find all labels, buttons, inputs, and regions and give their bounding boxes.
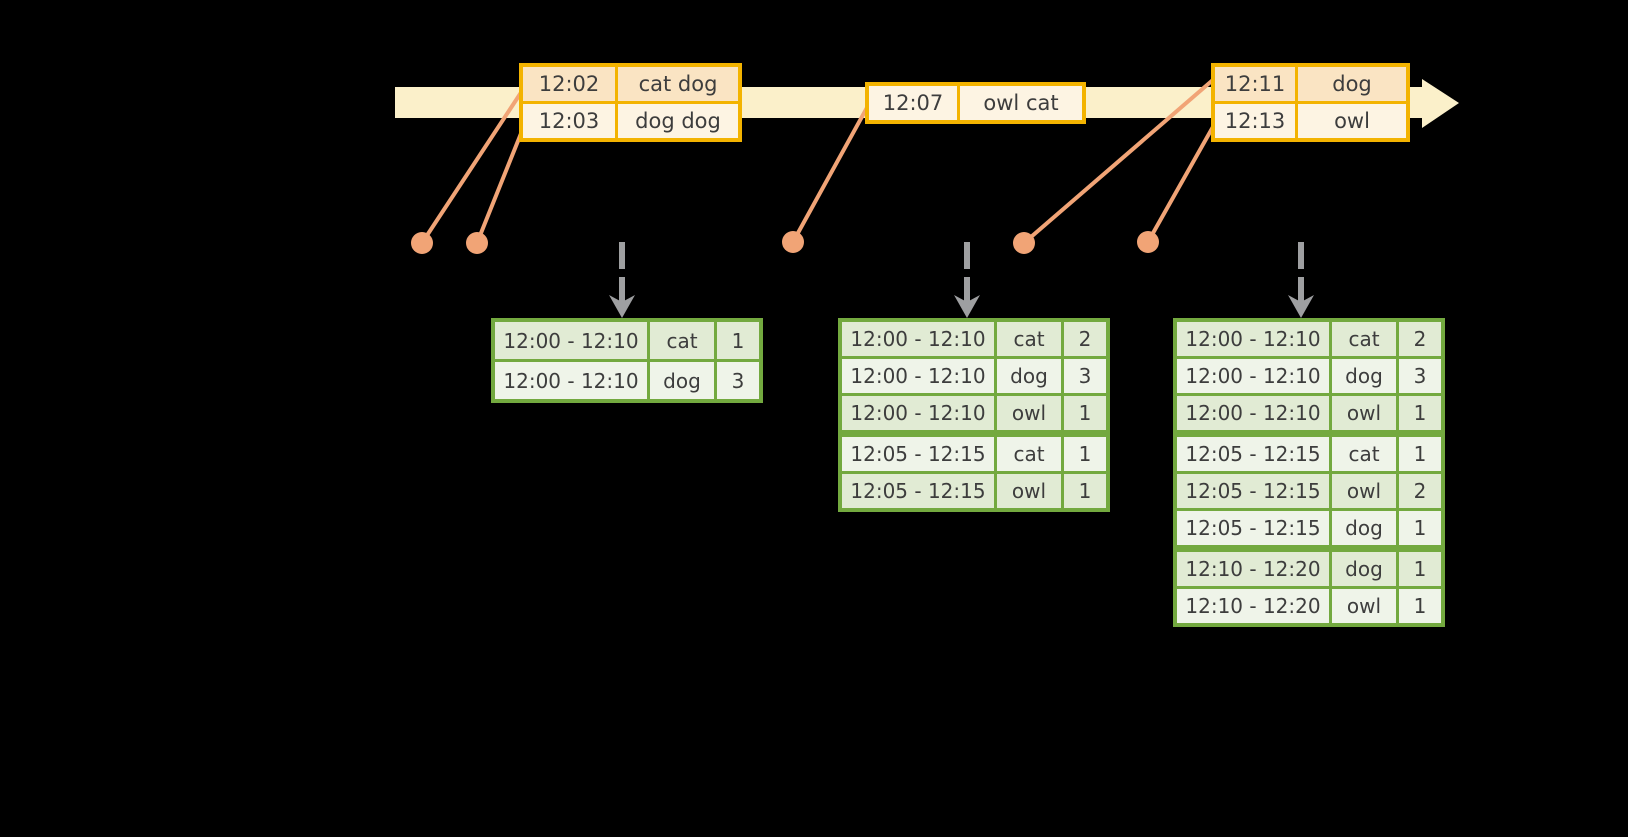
window-cell: 12:10 - 12:20 — [1173, 586, 1332, 627]
count-cell: 1 — [1061, 393, 1110, 435]
trigger-arrow-icon — [1288, 242, 1314, 318]
words-cell: dog — [1295, 63, 1410, 104]
count-cell: 1 — [1396, 586, 1445, 627]
window-cell: 12:05 - 12:15 — [1173, 430, 1332, 474]
window-cell: 12:00 - 12:10 — [838, 318, 997, 359]
window-cell: 12:00 - 12:10 — [1173, 318, 1332, 359]
word-cell: owl — [1329, 586, 1399, 627]
event-dot — [411, 232, 433, 254]
connector-line — [420, 86, 526, 245]
word-cell: cat — [994, 318, 1064, 359]
time-cell: 12:11 — [1211, 63, 1298, 104]
count-cell: 3 — [714, 359, 763, 403]
count-cell: 1 — [1061, 471, 1110, 512]
count-cell: 1 — [1396, 393, 1445, 435]
count-cell: 2 — [1396, 471, 1445, 511]
words-cell: owl — [1295, 101, 1410, 142]
time-cell: 12:02 — [519, 63, 618, 104]
count-cell: 1 — [1396, 430, 1445, 474]
event-connector-lines — [420, 77, 1216, 245]
event-dot — [466, 232, 488, 254]
connector-line — [475, 124, 526, 245]
count-cell: 1 — [1396, 545, 1445, 589]
window-cell: 12:00 - 12:10 — [1173, 356, 1332, 396]
window-cell: 12:00 - 12:10 — [491, 318, 650, 362]
word-cell: dog — [647, 359, 717, 403]
count-cell: 3 — [1396, 356, 1445, 396]
count-cell: 3 — [1061, 356, 1110, 396]
count-cell: 1 — [1396, 508, 1445, 550]
window-cell: 12:00 - 12:10 — [838, 356, 997, 396]
word-cell: owl — [1329, 471, 1399, 511]
connector-line — [1022, 77, 1216, 245]
words-cell: dog dog — [615, 101, 742, 142]
time-cell: 12:13 — [1211, 101, 1298, 142]
word-cell: cat — [1329, 430, 1399, 474]
word-cell: cat — [994, 430, 1064, 474]
count-cell: 2 — [1061, 318, 1110, 359]
count-cell: 1 — [1061, 430, 1110, 474]
window-cell: 12:10 - 12:20 — [1173, 545, 1332, 589]
trigger-arrow-icon — [954, 242, 980, 318]
word-cell: cat — [1329, 318, 1399, 359]
window-cell: 12:05 - 12:15 — [838, 430, 997, 474]
event-dot — [1013, 232, 1035, 254]
words-cell: owl cat — [957, 82, 1086, 124]
word-cell: dog — [1329, 356, 1399, 396]
count-cell: 2 — [1396, 318, 1445, 359]
time-cell: 12:07 — [865, 82, 960, 124]
timeline-arrowhead-icon — [1422, 79, 1459, 128]
count-cell: 1 — [714, 318, 763, 362]
window-cell: 12:00 - 12:10 — [838, 393, 997, 435]
event-dot — [1137, 231, 1159, 253]
trigger-arrow-icon — [609, 242, 635, 318]
words-cell: cat dog — [615, 63, 742, 104]
event-dots — [411, 231, 1159, 254]
window-cell: 12:00 - 12:10 — [491, 359, 650, 403]
time-cell: 12:03 — [519, 101, 618, 142]
window-cell: 12:05 - 12:15 — [1173, 471, 1332, 511]
word-cell: dog — [994, 356, 1064, 396]
window-cell: 12:05 - 12:15 — [1173, 508, 1332, 550]
word-cell: dog — [1329, 508, 1399, 550]
window-cell: 12:05 - 12:15 — [838, 471, 997, 512]
window-cell: 12:00 - 12:10 — [1173, 393, 1332, 435]
word-cell: cat — [647, 318, 717, 362]
word-cell: owl — [994, 393, 1064, 435]
word-cell: owl — [994, 471, 1064, 512]
word-cell: dog — [1329, 545, 1399, 589]
connector-line — [791, 102, 871, 244]
connector-line — [1146, 123, 1216, 244]
word-cell: owl — [1329, 393, 1399, 435]
trigger-arrows — [609, 242, 1314, 318]
event-dot — [782, 231, 804, 253]
